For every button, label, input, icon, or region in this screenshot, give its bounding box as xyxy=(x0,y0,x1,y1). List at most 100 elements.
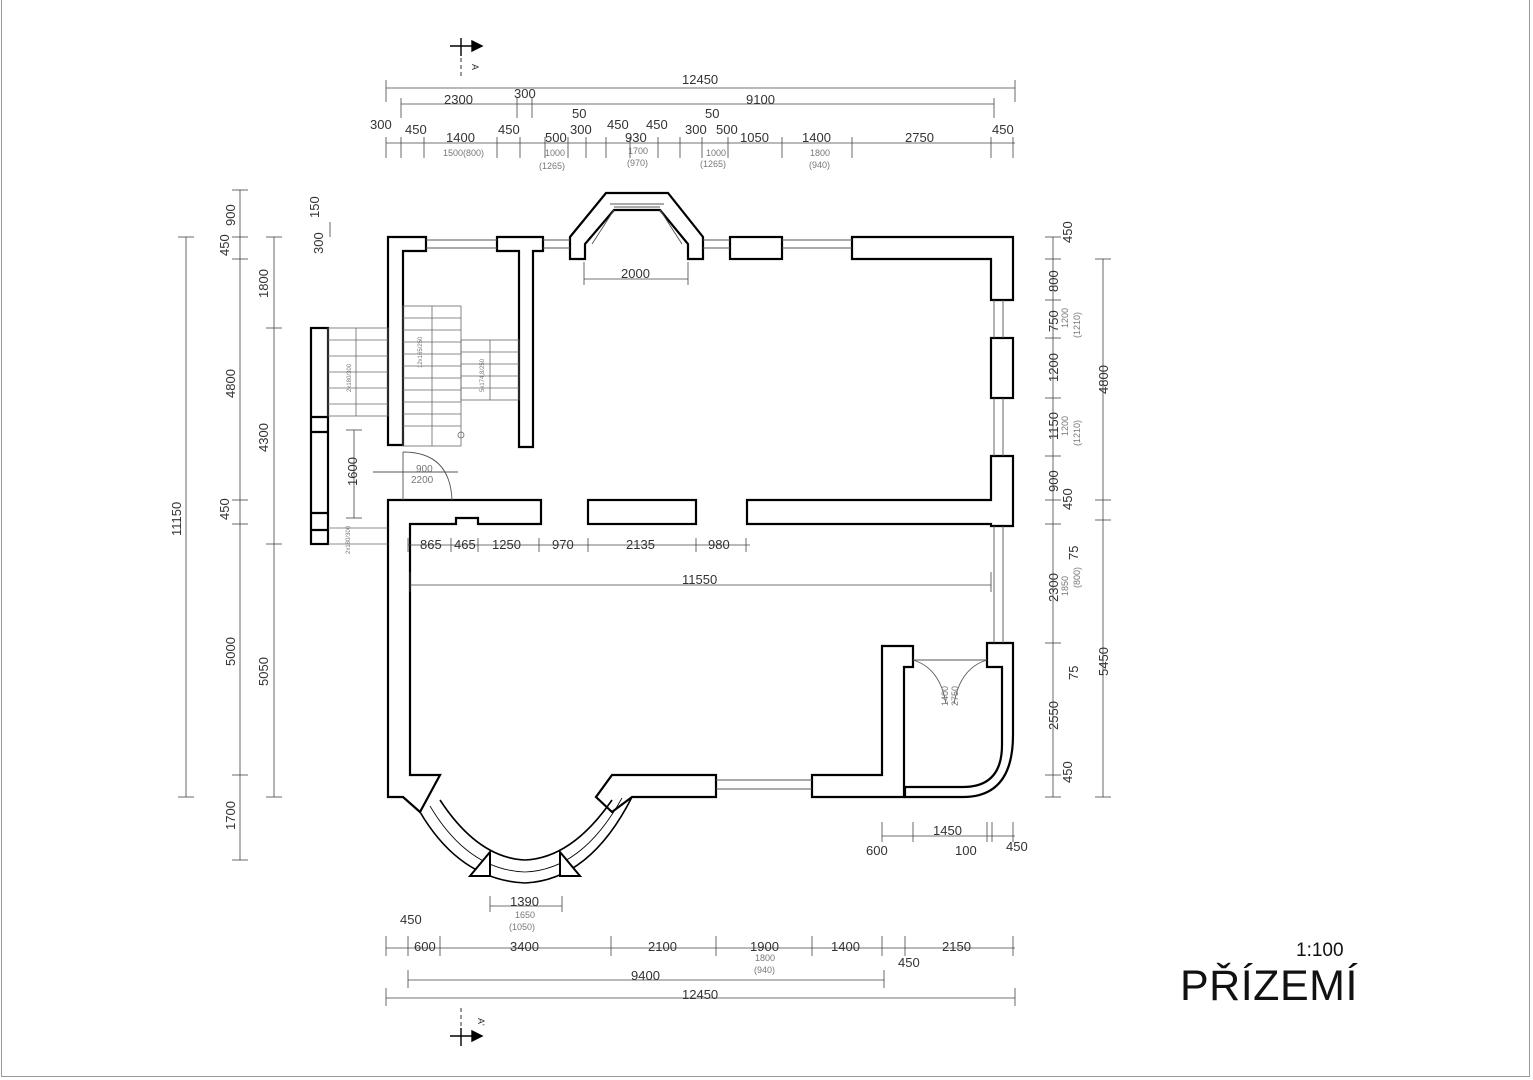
bottom-bay xyxy=(419,796,633,884)
svg-text:1500(800): 1500(800) xyxy=(443,148,484,158)
svg-text:5450: 5450 xyxy=(1096,647,1111,676)
svg-text:865: 865 xyxy=(420,537,442,552)
marker-top-label: A xyxy=(470,64,480,70)
svg-text:1600: 1600 xyxy=(345,457,360,486)
svg-text:500: 500 xyxy=(716,122,738,137)
svg-text:1200: 1200 xyxy=(1060,308,1070,328)
svg-text:450: 450 xyxy=(1060,761,1075,783)
svg-text:2135: 2135 xyxy=(626,537,655,552)
svg-text:5000: 5000 xyxy=(223,637,238,666)
svg-text:450: 450 xyxy=(217,234,232,256)
svg-text:450: 450 xyxy=(607,117,629,132)
svg-text:2200: 2200 xyxy=(411,475,434,486)
svg-text:900: 900 xyxy=(223,204,238,226)
svg-text:2100: 2100 xyxy=(648,939,677,954)
svg-text:(1265): (1265) xyxy=(539,161,565,171)
svg-text:1800: 1800 xyxy=(256,269,271,298)
svg-text:500: 500 xyxy=(545,130,567,145)
svg-text:1200: 1200 xyxy=(1046,353,1061,382)
wall-bay-left xyxy=(568,191,705,261)
dim-bottom-total: 12450 xyxy=(682,987,718,1002)
svg-text:(1265): (1265) xyxy=(700,159,726,169)
svg-text:1200: 1200 xyxy=(1060,416,1070,436)
dimension-lines xyxy=(178,80,1111,1006)
section-marker-bottom xyxy=(450,1008,484,1046)
wall-corner-round xyxy=(903,641,1015,799)
wall-partition-left xyxy=(386,498,543,814)
wall-bottom-bay-right xyxy=(594,773,718,814)
marker-bottom-label: A' xyxy=(476,1018,486,1026)
svg-text:1450: 1450 xyxy=(933,823,962,838)
svg-text:5050: 5050 xyxy=(256,657,271,686)
svg-text:900: 900 xyxy=(1046,470,1061,492)
svg-text:(1210): (1210) xyxy=(1072,420,1082,446)
porch-wall-left xyxy=(309,326,330,546)
section-marker-top xyxy=(450,38,484,76)
svg-text:2300: 2300 xyxy=(444,92,473,107)
svg-text:75: 75 xyxy=(1066,546,1081,560)
svg-text:450: 450 xyxy=(405,122,427,137)
svg-text:1700: 1700 xyxy=(223,801,238,830)
dimension-text: A A' 12450 2300 300 9100 300 450 1400 45… xyxy=(169,64,1111,1026)
svg-text:4300: 4300 xyxy=(256,423,271,452)
wall-right-mid xyxy=(745,454,1015,528)
svg-text:1800: 1800 xyxy=(810,148,830,158)
outer-wall xyxy=(386,235,428,447)
scale-label: 1:100 xyxy=(1296,940,1344,961)
wall-partition-mid xyxy=(586,498,698,526)
svg-text:(1210): (1210) xyxy=(1072,312,1082,338)
svg-text:1850: 1850 xyxy=(1060,576,1070,596)
walls xyxy=(309,191,1015,814)
svg-text:450: 450 xyxy=(992,122,1014,137)
svg-text:1400: 1400 xyxy=(446,130,475,145)
svg-text:1390: 1390 xyxy=(510,894,539,909)
svg-text:1900: 1900 xyxy=(750,939,779,954)
svg-text:450: 450 xyxy=(1060,221,1075,243)
svg-text:1700: 1700 xyxy=(628,146,648,156)
windows xyxy=(426,203,1004,790)
svg-text:900: 900 xyxy=(416,464,433,475)
svg-text:1800: 1800 xyxy=(755,953,775,963)
dim-bay-width: 2000 xyxy=(621,266,650,281)
svg-text:600: 600 xyxy=(866,843,888,858)
svg-text:(940): (940) xyxy=(809,160,830,170)
svg-text:300: 300 xyxy=(514,86,536,101)
svg-text:1400: 1400 xyxy=(802,130,831,145)
dim-inner-total: 11550 xyxy=(682,572,717,587)
svg-text:5x174,8/250: 5x174,8/250 xyxy=(480,358,486,392)
svg-text:450: 450 xyxy=(400,912,422,927)
svg-text:1150: 1150 xyxy=(1046,412,1061,440)
svg-text:2300: 2300 xyxy=(1046,573,1061,602)
svg-text:(970): (970) xyxy=(627,158,648,168)
wall-upper-left xyxy=(495,235,545,449)
svg-text:980: 980 xyxy=(708,537,730,552)
svg-text:300: 300 xyxy=(685,122,707,137)
svg-text:300: 300 xyxy=(370,117,392,132)
svg-text:2150: 2150 xyxy=(942,939,971,954)
svg-text:300: 300 xyxy=(570,122,592,137)
doors xyxy=(373,451,988,705)
svg-text:750: 750 xyxy=(1046,310,1061,332)
svg-text:(800): (800) xyxy=(1072,567,1082,588)
dim-bottom-mid: 9400 xyxy=(631,968,660,983)
svg-text:9100: 9100 xyxy=(746,92,775,107)
svg-text:2750: 2750 xyxy=(950,686,960,706)
svg-text:4800: 4800 xyxy=(1096,365,1111,394)
svg-text:970: 970 xyxy=(552,537,574,552)
drawing-title: PŘÍZEMÍ xyxy=(1180,962,1358,1010)
svg-text:1400: 1400 xyxy=(940,686,950,706)
wall-top-right xyxy=(850,235,1015,302)
svg-text:2x180/300: 2x180/300 xyxy=(346,525,352,554)
svg-text:4800: 4800 xyxy=(223,369,238,398)
svg-text:(940): (940) xyxy=(754,965,775,975)
svg-text:2x180/300: 2x180/300 xyxy=(347,363,353,392)
wall-top-pier xyxy=(728,235,784,261)
svg-text:930: 930 xyxy=(625,130,647,145)
svg-text:3400: 3400 xyxy=(510,939,539,954)
svg-text:450: 450 xyxy=(1006,839,1028,854)
stairs xyxy=(327,305,520,545)
svg-text:12x165/250: 12x165/250 xyxy=(418,336,424,368)
